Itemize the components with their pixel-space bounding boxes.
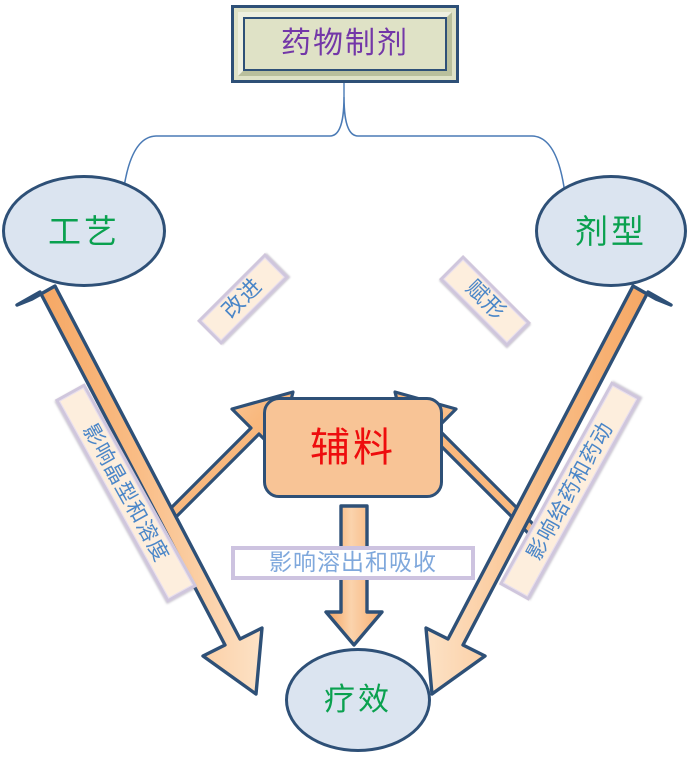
node-efficacy[interactable]: 疗效 — [285, 648, 431, 752]
node-dosage-form-label: 剂型 — [575, 211, 647, 251]
edge-label-dissolution: 影响溶出和吸收 — [231, 546, 475, 580]
arrow-dosage-to-efficacy — [424, 284, 673, 696]
edge-label-dissolution-text: 影响溶出和吸收 — [269, 549, 437, 576]
node-efficacy-label: 疗效 — [324, 681, 392, 718]
node-process-label: 工艺 — [48, 211, 120, 251]
node-dosage-form[interactable]: 剂型 — [535, 175, 687, 287]
title-node-drug-preparation[interactable]: 药物制剂 — [231, 5, 459, 83]
title-node-label: 药物制剂 — [281, 26, 409, 61]
arrow-process-to-efficacy — [15, 284, 264, 696]
node-process[interactable]: 工艺 — [2, 175, 166, 287]
title-node-frame: 药物制剂 — [243, 17, 447, 71]
node-excipient[interactable]: 辅料 — [263, 397, 443, 498]
brace-connector — [119, 67, 569, 251]
node-excipient-label: 辅料 — [310, 424, 396, 471]
title-node-bevel: 药物制剂 — [238, 12, 452, 76]
